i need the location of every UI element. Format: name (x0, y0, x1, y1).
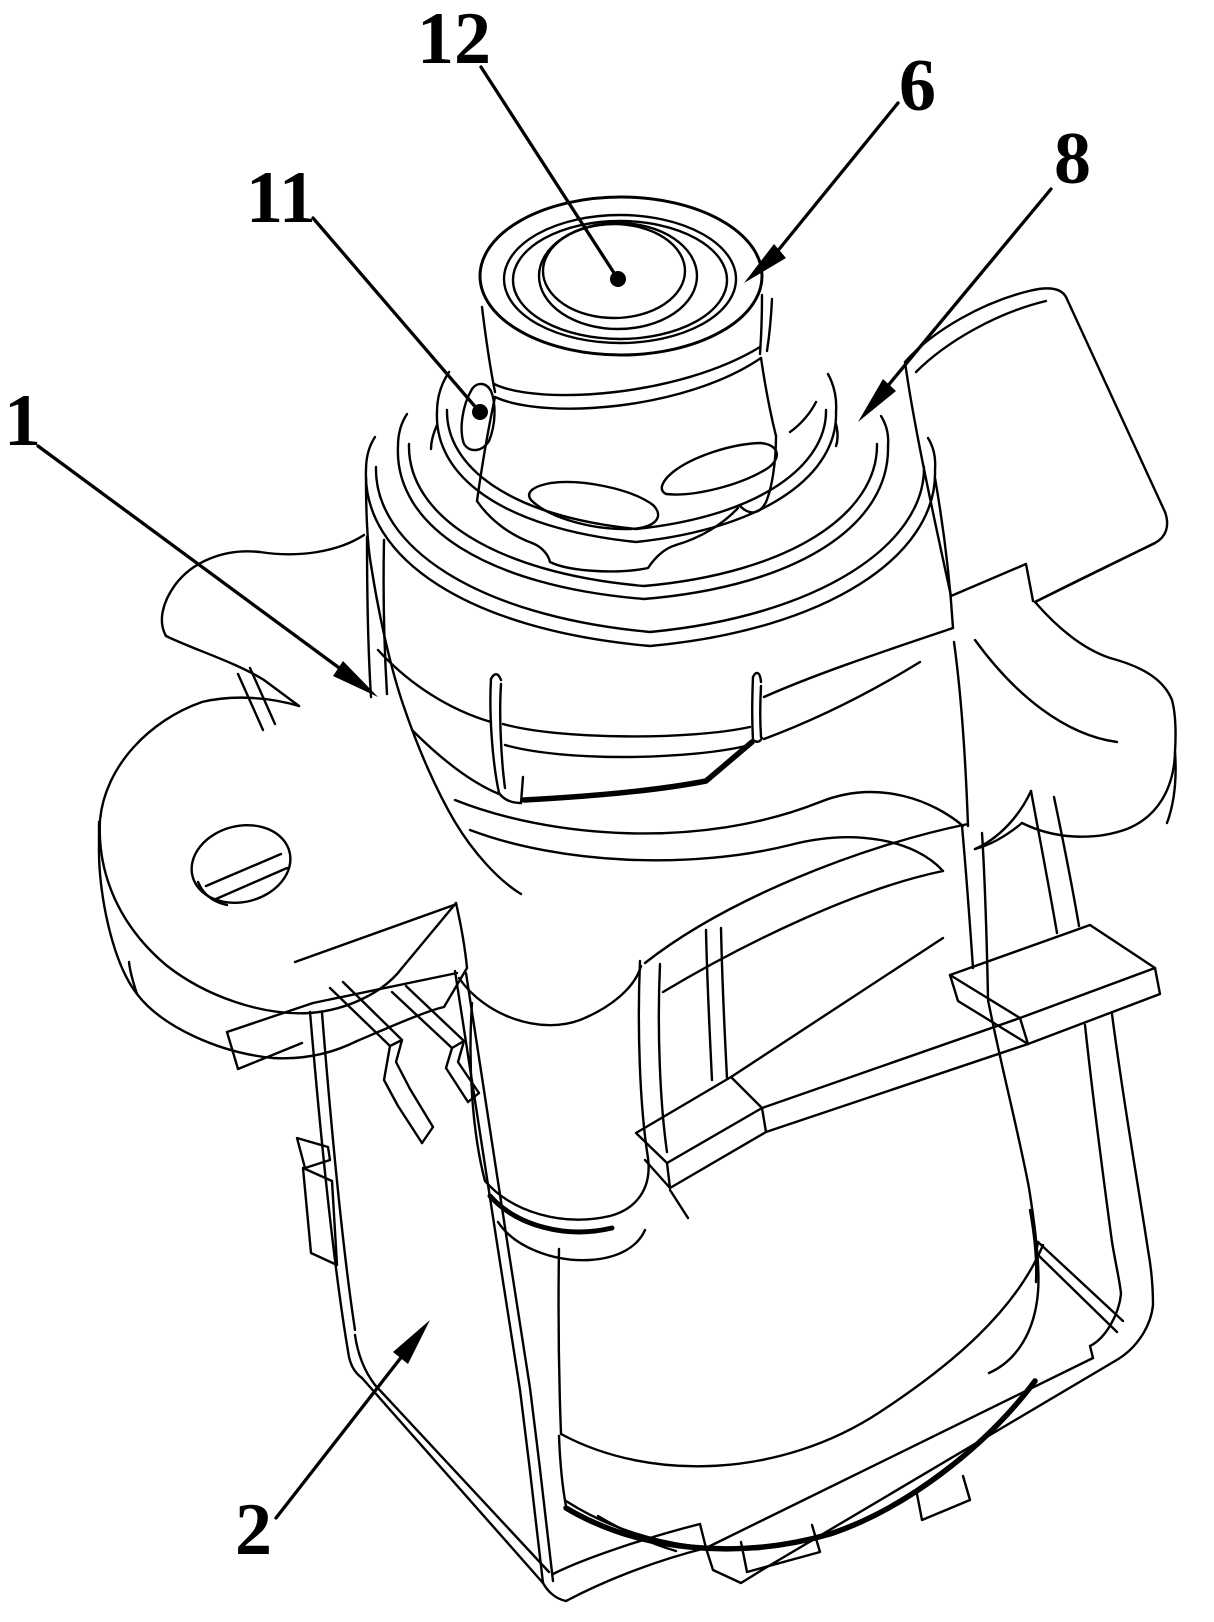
svg-text:12: 12 (417, 0, 491, 80)
svg-text:11: 11 (246, 157, 316, 239)
svg-text:6: 6 (899, 45, 936, 127)
svg-text:2: 2 (235, 1489, 272, 1571)
svg-text:8: 8 (1054, 118, 1091, 200)
svg-text:1: 1 (4, 380, 41, 462)
